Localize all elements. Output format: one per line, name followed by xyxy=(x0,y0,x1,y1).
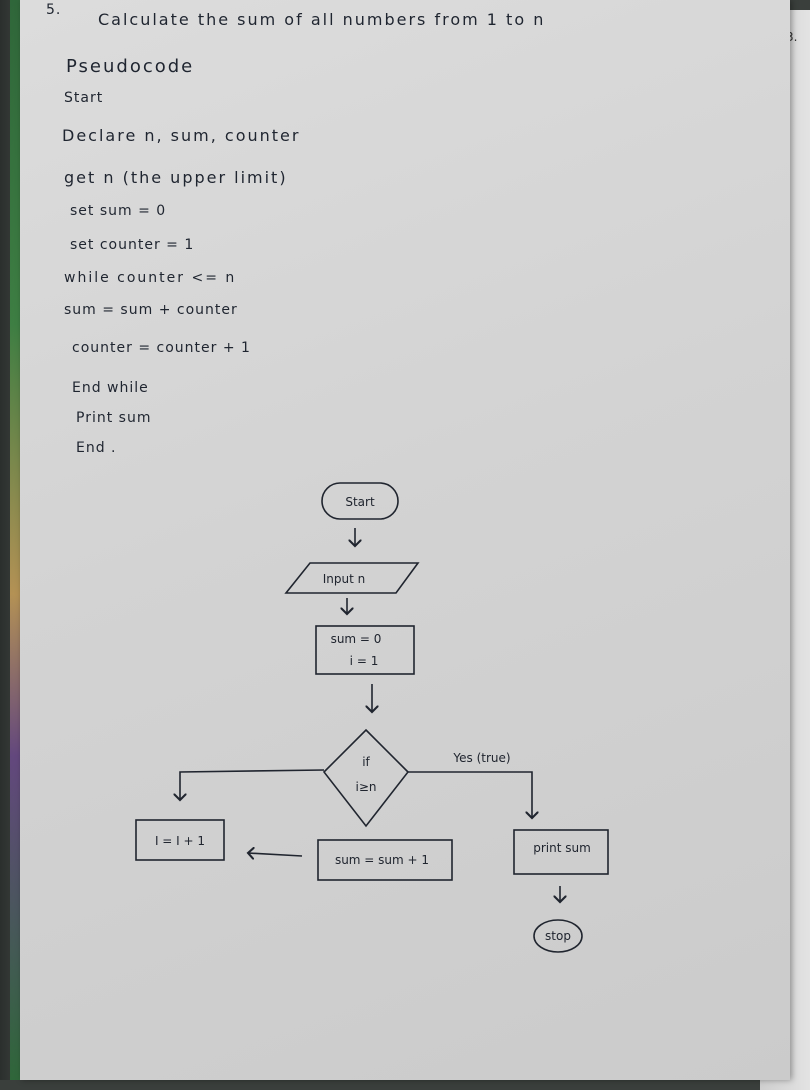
init-process-box xyxy=(315,625,415,675)
decision-if-label: if xyxy=(362,755,370,769)
input-label: Input n xyxy=(323,572,366,586)
pseudo-line: counter = counter + 1 xyxy=(72,340,251,356)
input-parallelogram xyxy=(284,562,420,594)
arrow-decision-increment xyxy=(180,769,325,800)
stop-terminal xyxy=(533,919,583,953)
pseudo-line: Start xyxy=(64,90,104,106)
pseudo-line: get n (the upper limit) xyxy=(64,168,288,187)
pseudo-line: sum = sum + counter xyxy=(64,302,238,318)
pseudo-line: set counter = 1 xyxy=(70,237,195,253)
increment-label: I = I + 1 xyxy=(155,834,205,848)
pseudo-line: End . xyxy=(76,440,117,456)
init-i-label: i = 1 xyxy=(350,654,379,668)
start-terminal xyxy=(321,482,399,520)
stop-label: stop xyxy=(545,929,571,943)
pseudo-line: while counter <= n xyxy=(64,270,237,286)
pseudo-line: set sum = 0 xyxy=(70,203,167,219)
pseudo-line: Print sum xyxy=(76,410,152,426)
decision-condition-label: i≥n xyxy=(356,780,377,794)
output-box xyxy=(513,829,609,875)
accumulate-box xyxy=(317,839,453,881)
notebook-page: 5. Calculate the sum of all numbers from… xyxy=(20,0,790,1080)
notebook-spine xyxy=(10,0,20,1080)
problem-number: 5. xyxy=(46,2,62,18)
init-sum-label: sum = 0 xyxy=(331,632,382,646)
pseudo-line: Declare n, sum, counter xyxy=(62,126,301,145)
problem-title: Calculate the sum of all numbers from 1 … xyxy=(98,10,546,29)
pseudo-line: End while xyxy=(72,380,149,396)
start-label: Start xyxy=(345,495,375,509)
pseudocode-heading: Pseudocode xyxy=(66,56,195,77)
accumulate-label: sum = sum + 1 xyxy=(335,853,429,867)
page-number: 3. xyxy=(786,30,798,44)
arrow-accumulate-increment xyxy=(248,853,303,856)
yes-branch-label: Yes (true) xyxy=(452,751,510,765)
increment-box xyxy=(135,819,225,861)
output-label: print sum xyxy=(533,841,591,855)
arrow-decision-print xyxy=(408,771,532,818)
decision-diamond xyxy=(322,728,410,828)
